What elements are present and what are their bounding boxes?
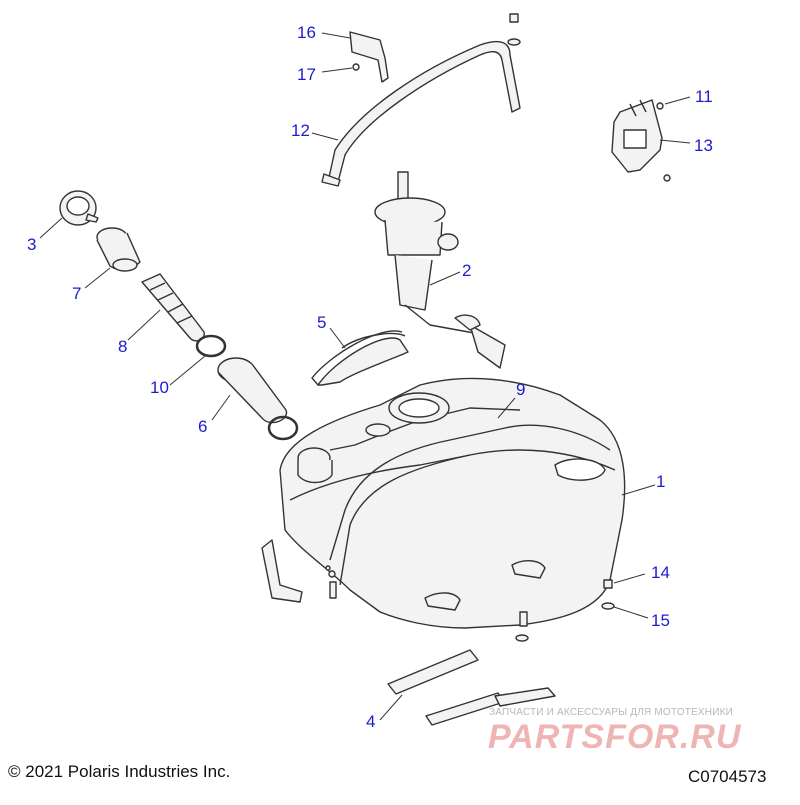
watermark-tagline: ЗАПЧАСТИ И АКСЕССУАРЫ ДЛЯ МОТОТЕХНИКИ xyxy=(489,707,734,718)
fuel-cap-part xyxy=(59,190,99,226)
hose-clamp-upper-part xyxy=(195,334,227,358)
callout-16: 16 xyxy=(297,23,316,42)
callout-13: 13 xyxy=(694,136,713,155)
side-shield-part xyxy=(261,539,303,603)
heat-shield-part xyxy=(311,330,409,386)
callout-14: 14 xyxy=(651,563,670,582)
callout-11: 11 xyxy=(695,87,713,106)
callout-9: 9 xyxy=(516,380,526,399)
callout-4: 4 xyxy=(366,712,376,731)
watermark-logo: PARTSFOR.RU xyxy=(488,718,742,756)
filler-neck-part xyxy=(96,227,141,272)
vent-hose-part xyxy=(217,357,288,424)
strap-bracket-part xyxy=(349,31,389,83)
callout-8: 8 xyxy=(118,337,128,356)
copyright-text: © 2021 Polaris Industries Inc. xyxy=(8,762,231,781)
callout-12: 12 xyxy=(291,121,310,140)
tank-pad-part xyxy=(387,649,556,726)
fastener-parts xyxy=(325,13,671,642)
fuel-tank-part xyxy=(279,377,626,629)
callout-7: 7 xyxy=(72,284,82,303)
callout-3: 3 xyxy=(27,235,37,254)
callout-10: 10 xyxy=(150,378,169,397)
callout-15: 15 xyxy=(651,611,670,630)
callout-5: 5 xyxy=(317,313,327,332)
tank-strap-part xyxy=(321,40,521,187)
leader-lines xyxy=(39,32,691,721)
callout-17: 17 xyxy=(297,65,316,84)
callout-1: 1 xyxy=(656,472,666,491)
filler-hose-part xyxy=(141,273,205,342)
hose-clamp-lower-part xyxy=(267,415,299,441)
control-module-part xyxy=(611,99,663,173)
fuel-pump-part xyxy=(374,171,506,369)
figure-code: C0704573 xyxy=(688,767,767,786)
callout-2: 2 xyxy=(462,261,472,280)
callout-6: 6 xyxy=(198,417,208,436)
